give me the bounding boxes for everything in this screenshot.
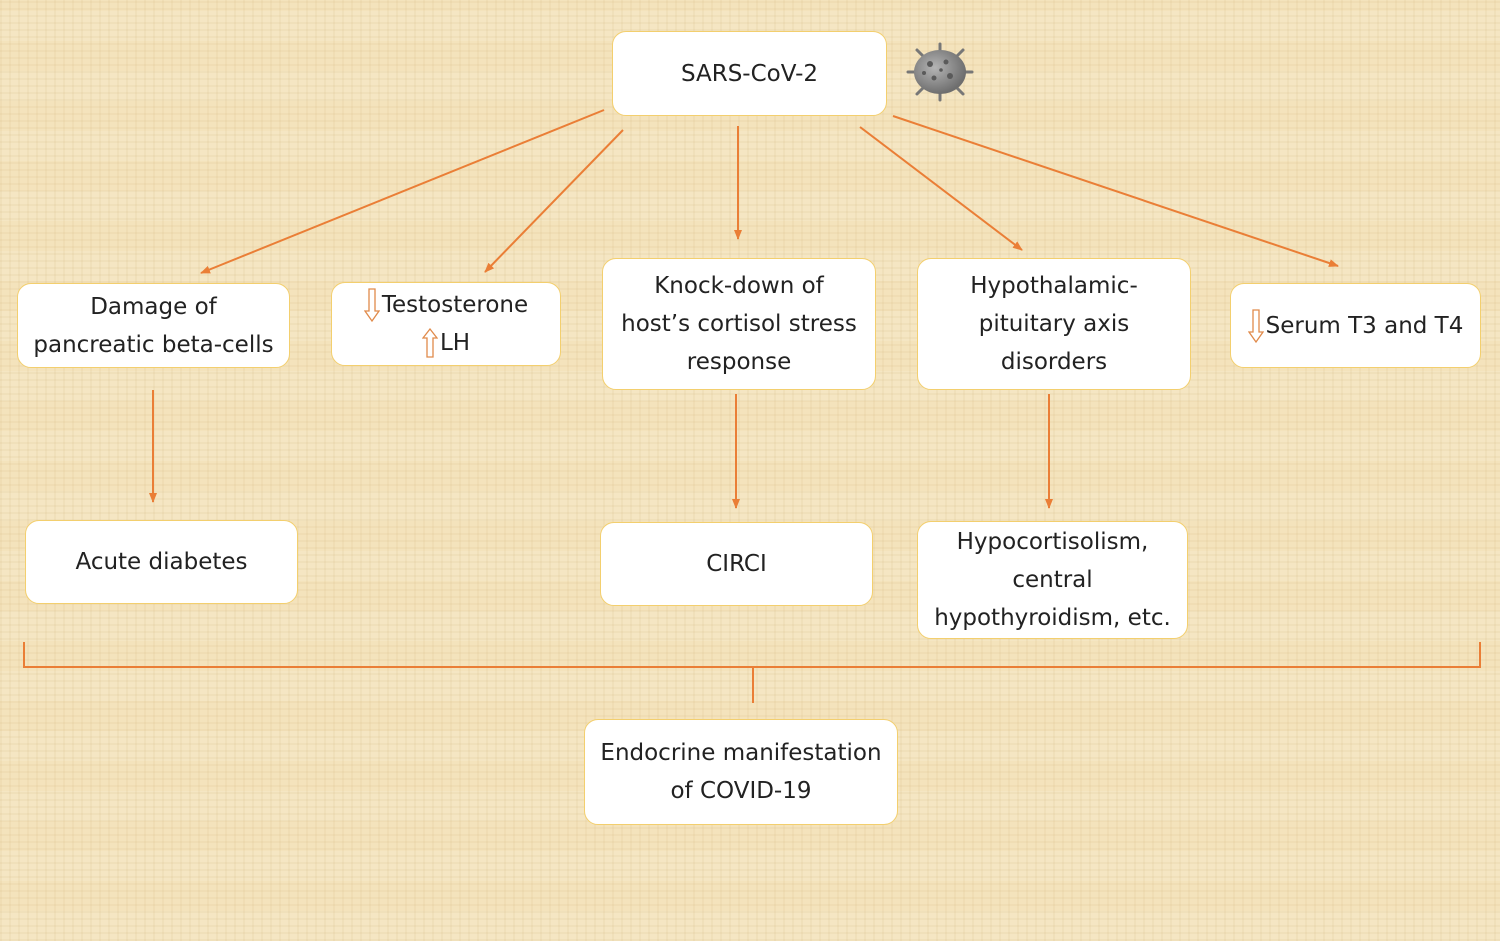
sars-cov-2-label: SARS-CoV-2 (680, 60, 819, 87)
cortisol-knockdown-line3: response (686, 349, 792, 375)
testosterone-label: Testosterone (381, 292, 529, 318)
endocrine-manifestation-line1: Endocrine manifestation (600, 740, 882, 766)
gonadal-box: Testosterone LH (331, 282, 561, 366)
arrow-root-to-hpa (859, 126, 1023, 251)
serum-t3-t4-label: Serum T3 and T4 (1265, 312, 1464, 339)
hypocortisolism-line2: central (1012, 567, 1093, 593)
cortisol-knockdown-line2: host’s cortisol stress (621, 311, 857, 337)
lh-label: LH (439, 330, 471, 356)
arrow-root-to-gonadal (484, 129, 624, 273)
sars-cov-2-box: SARS-CoV-2 (612, 31, 887, 116)
circi-box: CIRCI (600, 522, 873, 606)
arrow-root-to-thyroid (892, 115, 1339, 267)
hpa-disorders-line1: Hypothalamic- (970, 273, 1138, 299)
circi-label: CIRCI (706, 551, 767, 577)
serum-t3-t4-box: Serum T3 and T4 (1230, 283, 1481, 368)
endocrine-manifestation-line2: of COVID-19 (670, 778, 812, 804)
endocrine-manifestation-box: Endocrine manifestation of COVID-19 (584, 719, 898, 825)
hpa-disorders-box: Hypothalamic- pituitary axis disorders (917, 258, 1191, 390)
pancreatic-damage-box: Damage of pancreatic beta-cells (17, 283, 290, 368)
acute-diabetes-label: Acute diabetes (75, 549, 248, 575)
arrow-root-to-pancreas (200, 109, 605, 274)
hypocortisolism-line1: Hypocortisolism, (956, 529, 1149, 555)
cortisol-knockdown-box: Knock-down of host’s cortisol stress res… (602, 258, 876, 390)
hpa-disorders-line2: pituitary axis (978, 311, 1130, 337)
pancreatic-damage-line1: Damage of (90, 293, 217, 320)
hpa-disorders-line3: disorders (1000, 349, 1108, 375)
down-arrow-icon (363, 288, 380, 322)
hypocortisolism-line3: hypothyroidism, etc. (934, 605, 1171, 631)
pancreatic-damage-line2: pancreatic beta-cells (33, 331, 274, 358)
cortisol-knockdown-line1: Knock-down of (654, 273, 824, 299)
hypocortisolism-box: Hypocortisolism, central hypothyroidism,… (917, 521, 1188, 639)
virus-icon (906, 42, 974, 102)
down-arrow-icon (1247, 308, 1264, 343)
acute-diabetes-box: Acute diabetes (25, 520, 298, 604)
up-arrow-icon (421, 328, 438, 358)
bracket-to-outcome (23, 642, 1481, 703)
